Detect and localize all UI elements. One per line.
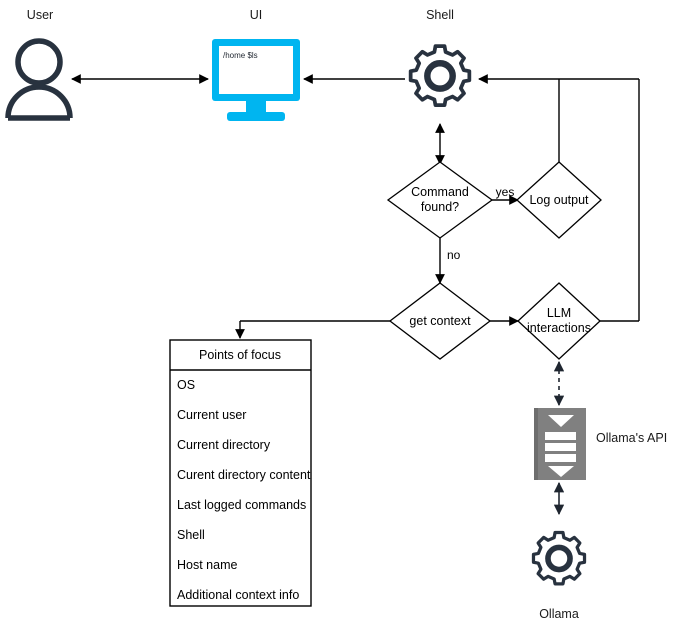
label-user: User — [27, 8, 53, 22]
table-row: Current user — [177, 408, 246, 422]
table-row: Shell — [177, 528, 205, 542]
table-row: Last logged commands — [177, 498, 306, 512]
table-row: Host name — [177, 558, 237, 572]
label-ui: UI — [250, 8, 263, 22]
node-log-output-label: Log output — [529, 193, 589, 207]
points-of-focus-table: Points of focus OS Current user Current … — [169, 339, 312, 607]
node-log-output: Log output — [516, 161, 602, 239]
node-llm-interactions: LLM interactions — [517, 282, 601, 360]
table-row: Current directory — [177, 438, 271, 452]
terminal-prompt-text: /home $ls — [223, 51, 258, 60]
ollama-gear-icon — [531, 530, 587, 586]
node-llm-interactions-line1: LLM — [547, 306, 571, 320]
node-command-found-line1: Command — [411, 185, 469, 199]
label-ollama-api: Ollama's API — [596, 431, 667, 445]
label-ollama: Ollama — [539, 607, 579, 621]
user-icon — [5, 38, 73, 121]
node-get-context: get context — [388, 282, 492, 360]
shell-gear-icon — [408, 44, 472, 107]
table-header: Points of focus — [199, 348, 281, 362]
node-llm-interactions-line2: interactions — [527, 321, 591, 335]
node-command-found: Command found? — [386, 161, 494, 239]
ollama-api-icon — [534, 408, 586, 480]
table-row: Curent directory content — [177, 468, 311, 482]
monitor-icon: /home $ls — [212, 39, 300, 121]
table-row: OS — [177, 378, 195, 392]
node-get-context-label: get context — [409, 314, 471, 328]
node-command-found-line2: found? — [421, 200, 459, 214]
edge-label-yes: yes — [496, 185, 515, 199]
table-row: Additional context info — [177, 588, 299, 602]
label-shell: Shell — [426, 8, 454, 22]
edge-label-no: no — [447, 248, 461, 262]
